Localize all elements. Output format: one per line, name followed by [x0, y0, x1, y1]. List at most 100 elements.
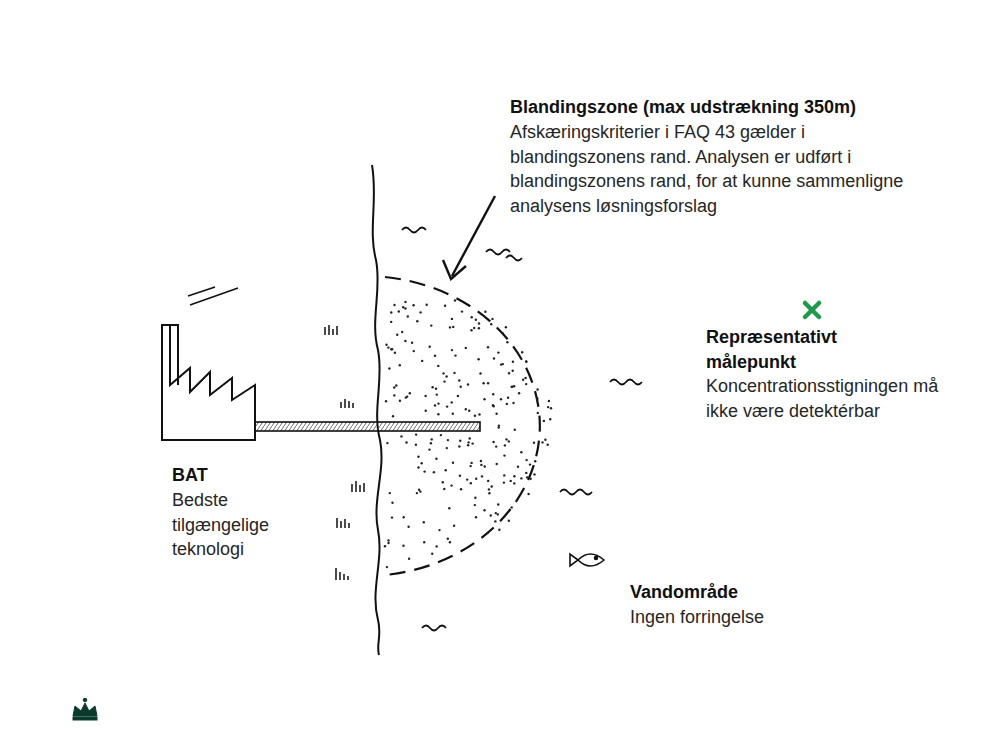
dot [402, 545, 404, 547]
dot [487, 346, 489, 348]
dot [488, 488, 490, 490]
water-heading: Vandområde [630, 580, 830, 605]
dot [451, 349, 453, 351]
dot [498, 426, 500, 428]
dot [511, 506, 513, 508]
dot [512, 370, 514, 372]
dot [507, 397, 509, 399]
dot [460, 488, 462, 490]
dot [503, 481, 505, 483]
dot [503, 454, 505, 456]
water-note: Ingen forringelse [630, 605, 830, 630]
dot [533, 473, 535, 475]
dot [471, 316, 473, 318]
dot [525, 383, 527, 385]
dot [467, 441, 469, 443]
dot [492, 441, 494, 443]
dot [474, 415, 476, 417]
dot [447, 538, 449, 540]
dot [503, 474, 505, 476]
dot [479, 372, 481, 374]
dot [468, 410, 470, 412]
dot [518, 392, 520, 394]
dot [470, 329, 472, 331]
dot [391, 348, 393, 350]
dot [525, 472, 527, 474]
dot [424, 395, 426, 397]
dot [484, 311, 486, 313]
dot [454, 299, 456, 301]
point-heading: Repræsentativt målepunkt [706, 325, 876, 374]
dot [412, 304, 414, 306]
bat-note: Bedste tilgængelige teknologi [172, 488, 292, 562]
dot [465, 408, 467, 410]
dot [495, 512, 497, 514]
dot [458, 445, 460, 447]
dot [389, 492, 391, 494]
dot [409, 392, 411, 394]
dot [487, 382, 489, 384]
dot [408, 558, 410, 560]
dot [390, 311, 392, 313]
dot [496, 463, 498, 465]
dot [470, 462, 472, 464]
dot [449, 326, 451, 328]
dot [474, 504, 476, 506]
dot [490, 514, 492, 516]
dot [398, 310, 400, 312]
dot [434, 404, 436, 406]
dot [434, 355, 436, 357]
dot [514, 429, 516, 431]
dot [549, 418, 551, 420]
dot [522, 379, 524, 381]
dot [454, 354, 456, 356]
dot [442, 481, 444, 483]
dot [508, 520, 510, 522]
dot [428, 448, 430, 450]
dot [437, 413, 439, 415]
dot [505, 438, 507, 440]
dot [547, 406, 549, 408]
dot [547, 444, 549, 446]
dot [461, 310, 463, 312]
dot [415, 433, 417, 435]
dot [529, 463, 531, 465]
dot [512, 402, 514, 404]
dot [497, 513, 499, 515]
dot [449, 541, 451, 543]
reeds [325, 325, 364, 580]
dot [445, 375, 447, 377]
dot [418, 489, 420, 491]
dot [480, 460, 482, 462]
dot [404, 340, 406, 342]
dot [458, 379, 460, 381]
dot [473, 327, 475, 329]
dot [452, 326, 454, 328]
dot [488, 492, 490, 494]
dot [500, 398, 502, 400]
zone-heading: Blandingszone (max udstrækning 350m) [510, 95, 950, 120]
dot [451, 401, 453, 403]
dot [399, 364, 401, 366]
dot [469, 465, 471, 467]
dot [480, 464, 482, 466]
dot [446, 447, 448, 449]
dot [487, 480, 489, 482]
dot [443, 488, 445, 490]
dot [502, 363, 504, 365]
dot [400, 435, 402, 437]
dot [423, 470, 425, 472]
dot [513, 385, 515, 387]
dot [425, 410, 427, 412]
coastline [372, 165, 382, 655]
dot [390, 321, 392, 323]
dot [470, 482, 472, 484]
dot [392, 415, 394, 417]
dot [505, 326, 507, 328]
dot [430, 442, 432, 444]
dot [436, 545, 438, 547]
dot [506, 403, 508, 405]
dot [478, 327, 480, 329]
bat-heading: BAT [172, 463, 292, 488]
dot [429, 346, 431, 348]
